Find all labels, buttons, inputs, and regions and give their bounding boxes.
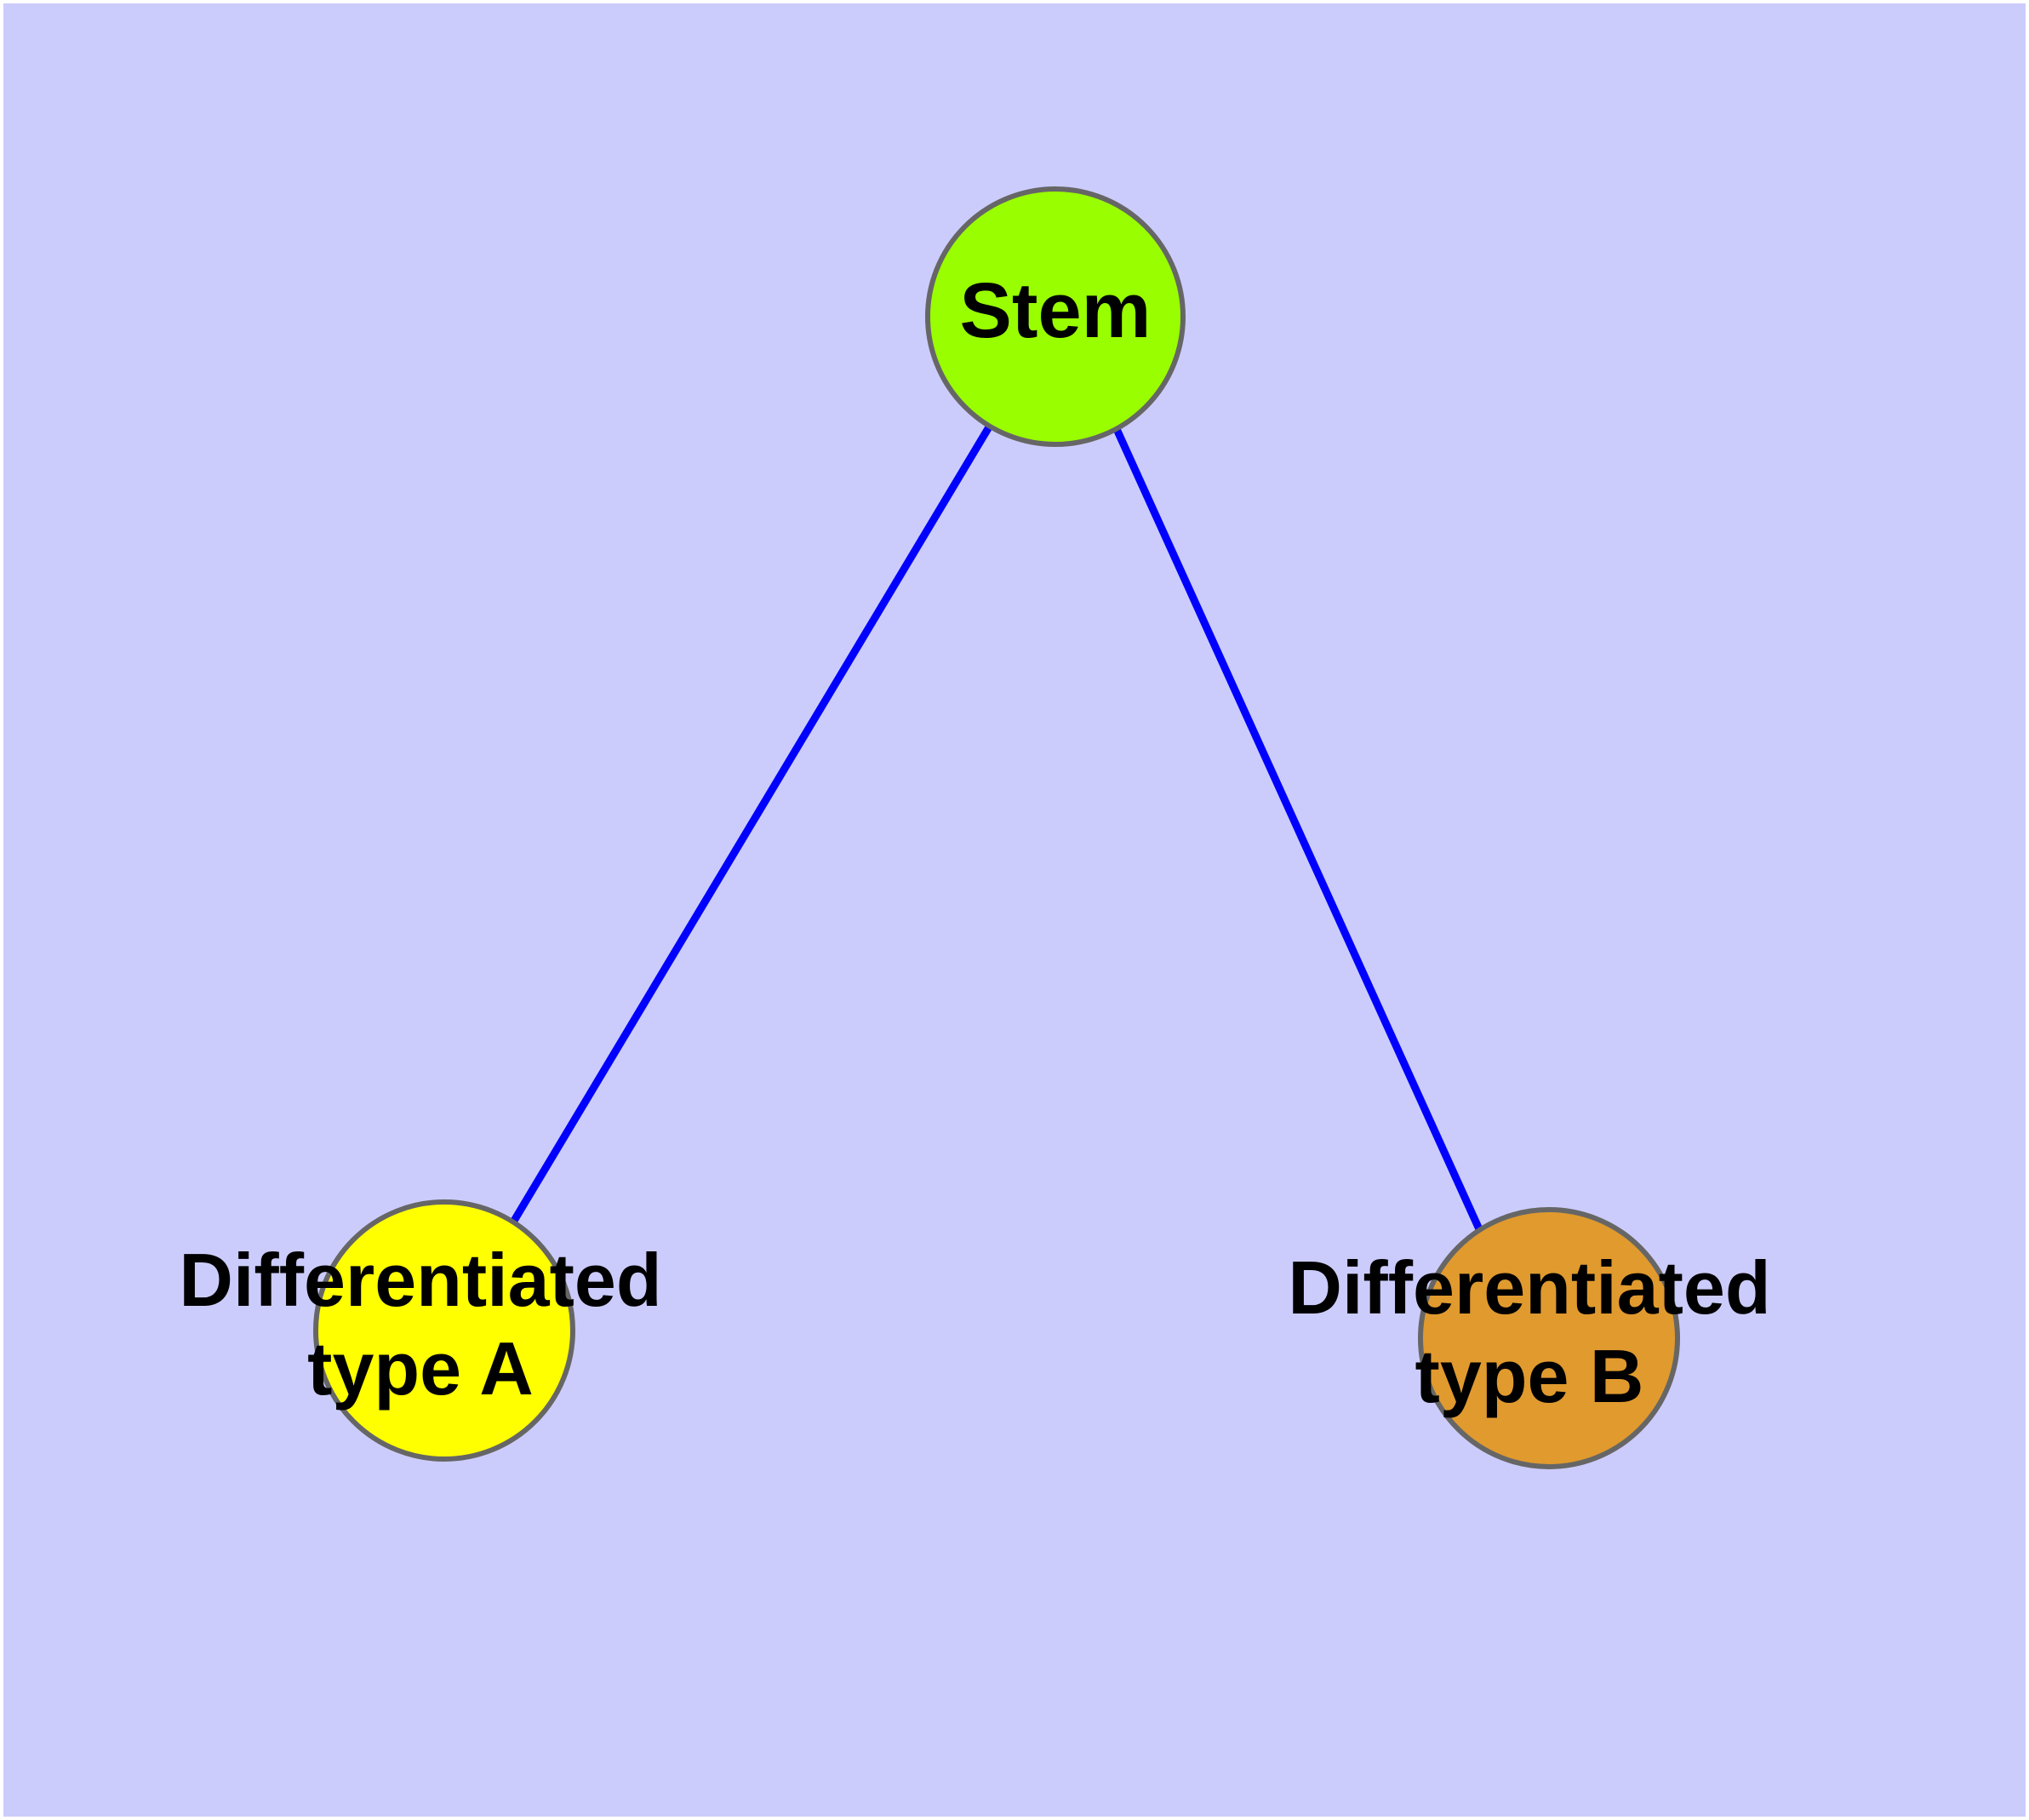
graph-node-stem[interactable] [925, 186, 1186, 447]
graph-edge-stem-to-diff-b [1112, 427, 1483, 1231]
nodes-group [313, 186, 1680, 1469]
graph-edge-stem-to-diff-a [511, 423, 993, 1223]
graph-node-label-line: Differentiated [179, 1238, 661, 1322]
edges-group [511, 423, 1483, 1231]
graph-node-label-stem: Stem [960, 267, 1152, 354]
graph-node-label-line: Stem [960, 267, 1152, 354]
graph-node-label-line: type A [307, 1326, 534, 1411]
graph-node-diff-b[interactable] [1418, 1207, 1680, 1469]
graph-node-label-line: type B [1415, 1334, 1644, 1418]
graph-node-diff-a[interactable] [313, 1199, 575, 1462]
graph-node-label-line: Differentiated [1288, 1245, 1770, 1330]
